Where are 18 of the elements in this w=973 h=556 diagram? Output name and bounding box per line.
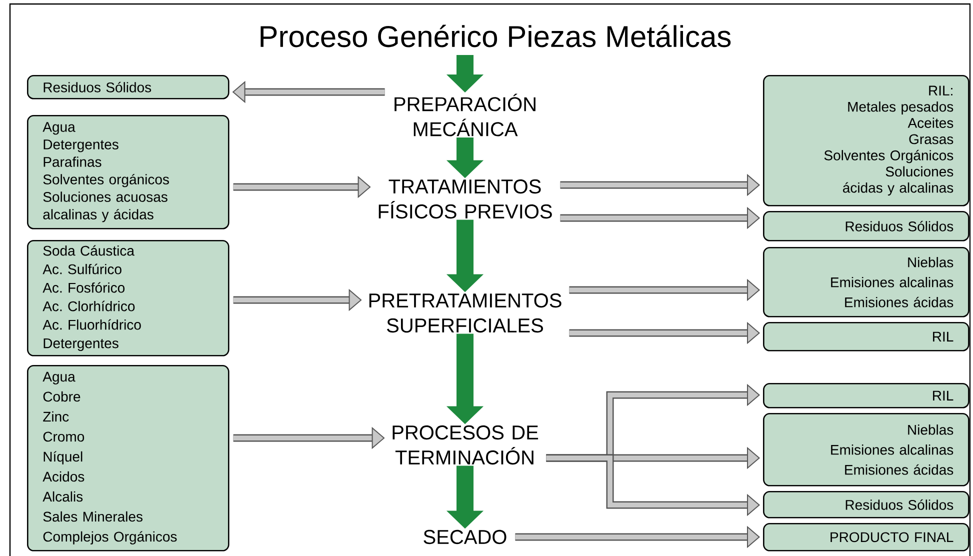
output-box: Residuos Sólidos [763, 211, 970, 242]
input-box: Agua Detergentes Parafinas Solventes orgánicos Soluciones acuosas alcalinas y ácidas [27, 115, 230, 230]
output-box: RIL [763, 322, 970, 352]
input-box: Soda Cáustica Ac. Sulfúrico Ac. Fosfórico Ac. Clorhídrico Ac. Fluorhídrico Detergentes [27, 240, 230, 356]
input-box: Residuos Sólidos [27, 75, 230, 100]
process-step: SECADO [424, 530, 506, 544]
process-step: PROCESOS DE TERMINACIÓN [392, 425, 538, 465]
output-box: RIL: Metales pesados Aceites Grasas Solventes Orgánicos Soluciones ácidas y alcalinas [763, 75, 970, 206]
input-box: Agua Cobre Zinc Cromo Níquel Acidos Alcalis Sales Minerales Complejos Orgánicos [27, 365, 230, 552]
process-step: PRETRATAMIENTOS SUPERFICIALES [369, 293, 562, 333]
process-step: TRATAMIENTOS FÍSICOS PREVIOS [378, 179, 552, 219]
output-box: PRODUCTO FINAL [763, 523, 970, 552]
output-box: RIL [763, 383, 970, 408]
process-step: PREPARACIÓN MECÁNICA [394, 94, 536, 136]
output-box: Residuos Sólidos [763, 491, 970, 518]
output-box: Nieblas Emisiones alcalinas Emisiones ácidas [763, 413, 970, 486]
title: Proceso Genérico Piezas Metálicas [260, 24, 731, 48]
output-box: Nieblas Emisiones alcalinas Emisiones ácidas [763, 247, 970, 318]
